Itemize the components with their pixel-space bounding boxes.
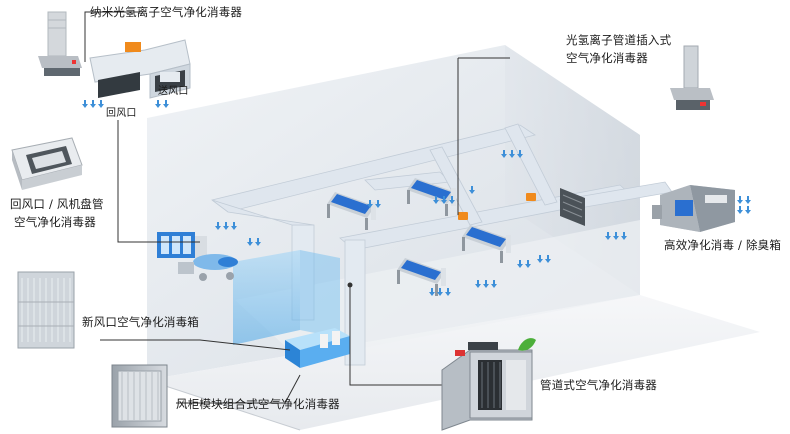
air-flow-arrow-icon (501, 150, 507, 158)
fresh-air-filter-panel (17, 271, 75, 349)
air-flow-arrow-icon (525, 260, 531, 268)
air-flow-arrow-icon (475, 280, 481, 288)
efficient-box-label: 高效净化消毒 / 除臭箱 (664, 238, 782, 252)
air-flow-arrow-icon (163, 100, 169, 108)
return-vent-label: 回风口 (106, 108, 137, 119)
air-flow-arrow-icon (437, 288, 443, 296)
ceiling-purifier-illustration (38, 11, 191, 99)
duct-insert-unit-illustration (670, 45, 714, 110)
efficient-purifier-box (652, 185, 735, 232)
duct-type-label: 管道式空气净化消毒器 (540, 378, 657, 392)
ahu-module-filter (111, 364, 168, 428)
supply-vent-label: 送风口 (158, 86, 189, 97)
ahu-module-label: 风柜模块组合式空气净化消毒器 (176, 397, 340, 411)
air-flow-arrow-icon (621, 232, 627, 240)
duct-network (211, 123, 673, 366)
hospital-bed (462, 225, 511, 263)
air-flow-arrow-icon (367, 200, 373, 208)
air-flow-arrow-icon (231, 222, 237, 230)
air-flow-arrow-icon (82, 100, 88, 108)
wall-vent (560, 188, 585, 226)
hospital-beds (327, 178, 511, 296)
air-flow-arrow-icon (445, 288, 451, 296)
air-flow-arrow-icon (517, 150, 523, 158)
glass-room (233, 250, 340, 345)
cassette-unit-illustration (11, 137, 83, 190)
leader-lines (84, 11, 510, 404)
leaf-icon (518, 338, 536, 351)
nurse-station (157, 232, 238, 281)
duct-insert-device (458, 193, 536, 220)
duct-purifier-illustration (441, 338, 536, 431)
air-flow-arrow-icon (537, 255, 543, 263)
air-flow-arrow-icon (155, 100, 161, 108)
air-flow-arrow-icon (247, 238, 253, 246)
ahu-unit (285, 328, 350, 368)
air-flow-arrow-icon (255, 238, 261, 246)
fresh-air-box-label: 新风口空气净化消毒箱 (82, 315, 199, 329)
air-flow-arrow-icon (509, 150, 515, 158)
return-fancoil-label-line1: 回风口 / 风机盘管 (10, 197, 104, 211)
air-flow-arrow-icon (745, 206, 751, 214)
hospital-bed (397, 258, 446, 296)
air-flow-arrow-icon (605, 232, 611, 240)
air-flow-arrow-icon (483, 280, 489, 288)
duct-insert-label-line1: 光氢离子管道插入式 (566, 33, 672, 47)
duct-insert-label-line2: 空气净化消毒器 (566, 51, 648, 65)
air-flow-arrow-icon (737, 196, 743, 204)
air-flow-arrow-icon (545, 255, 551, 263)
air-flow-arrow-icon (469, 186, 475, 194)
air-flow-arrow-icon (375, 200, 381, 208)
air-flow-arrow-icon (491, 280, 497, 288)
air-flow-arrows (82, 94, 751, 296)
air-flow-arrow-icon (215, 222, 221, 230)
air-flow-arrow-icon (90, 100, 96, 108)
air-flow-arrow-icon (433, 196, 439, 204)
air-flow-arrow-icon (737, 206, 743, 214)
air-flow-arrow-icon (613, 232, 619, 240)
air-flow-arrow-icon (223, 222, 229, 230)
air-flow-arrow-icon (449, 196, 455, 204)
return-fancoil-label-line2: 空气净化消毒器 (14, 215, 96, 229)
air-flow-arrow-icon (441, 196, 447, 204)
air-flow-arrow-icon (517, 260, 523, 268)
hospital-bed (327, 192, 376, 230)
nano-purifier-label: 纳米光氢离子空气净化消毒器 (90, 5, 243, 19)
air-flow-arrow-icon (98, 100, 104, 108)
air-flow-arrow-icon (745, 196, 751, 204)
air-flow-arrow-icon (429, 288, 435, 296)
